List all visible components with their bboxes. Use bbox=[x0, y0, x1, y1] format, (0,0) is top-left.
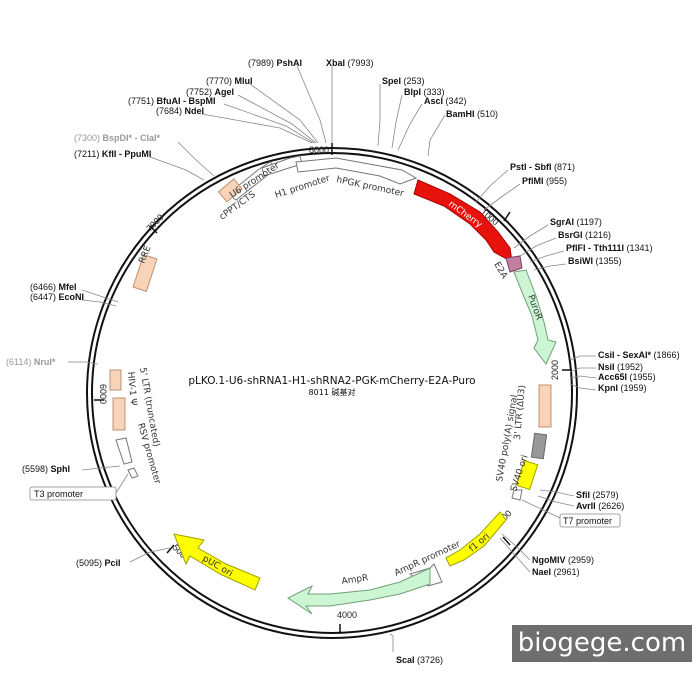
site-ndei: (7684) NdeI bbox=[156, 106, 204, 116]
ampr-arrow bbox=[287, 567, 431, 615]
plasmid-length: 8011 碱基对 bbox=[309, 387, 356, 397]
ltr3-box bbox=[538, 384, 552, 428]
sv40-small-arrow bbox=[511, 489, 523, 501]
puc-ori-arrow bbox=[173, 533, 261, 591]
watermark: biogege.com bbox=[512, 625, 692, 662]
site-kfli: (7211) KflI - PpuMI bbox=[74, 149, 151, 159]
sv40-polya-box bbox=[530, 432, 548, 460]
plasmid-title: pLKO.1-U6-shRNA1-H1-shRNA2-PGK-mCherry-E… bbox=[188, 375, 475, 387]
site-acc65i: Acc65I (1955) bbox=[598, 372, 656, 382]
puror-arrow bbox=[513, 269, 557, 365]
label-puror: PuroR bbox=[525, 294, 543, 322]
t7-label: T7 promoter bbox=[563, 516, 612, 526]
site-sfii: SfiI (2579) bbox=[576, 490, 619, 500]
label-e2a: E2A bbox=[491, 261, 509, 282]
rre-box bbox=[132, 254, 158, 292]
site-nrui: (6114) NruI* bbox=[6, 357, 56, 367]
t3-box bbox=[29, 486, 117, 501]
e2a-box bbox=[505, 255, 523, 273]
site-ngomiv: NgoMIV (2959) bbox=[532, 555, 594, 565]
site-scai: ScaI (3726) bbox=[396, 655, 443, 665]
site-pcii: (5095) PciI bbox=[76, 558, 121, 568]
tick-4000: 4000 bbox=[337, 610, 357, 620]
label-hiv: HIV-1 Ψ bbox=[125, 371, 138, 406]
label-puc-ori: pUC ori bbox=[201, 554, 235, 579]
f1-ori-arrow bbox=[445, 511, 507, 567]
site-agei: (7752) AgeI bbox=[186, 87, 234, 97]
site-bfuai: (7751) BfuAI - BspMI bbox=[128, 96, 216, 106]
site-blpi: BlpI (333) bbox=[404, 87, 445, 97]
site-kpni: KpnI (1959) bbox=[598, 383, 647, 393]
tick-8000: 8000 bbox=[309, 145, 329, 155]
site-bsrgi: BsrGI (1216) bbox=[558, 230, 611, 240]
site-pflmi: PflMI (955) bbox=[522, 176, 567, 186]
t3-leader bbox=[115, 473, 129, 494]
mcherry-arrow bbox=[413, 179, 513, 263]
t7-box bbox=[559, 513, 621, 528]
cppt-box bbox=[217, 178, 243, 203]
site-clai: (7300) BspDI* - ClaI* bbox=[74, 133, 161, 143]
site-spei: SpeI (253) bbox=[382, 76, 425, 86]
site-naei: NaeI (2961) bbox=[532, 567, 580, 577]
site-bsiwi: BsiWI (1355) bbox=[568, 256, 622, 266]
site-sgrai: SgrAI (1197) bbox=[550, 217, 602, 227]
ltr5-box bbox=[112, 397, 126, 431]
site-pflfi: PflFI - Tth111I (1341) bbox=[566, 243, 653, 253]
site-pshai: (7989) PshAI bbox=[248, 58, 302, 68]
t7-leader bbox=[521, 499, 561, 519]
sv40-ori-box bbox=[515, 459, 539, 491]
label-ampr: AmpR bbox=[341, 573, 369, 587]
label-h1-promoter: H1 promoter bbox=[274, 174, 332, 201]
site-sphi: (5598) SphI bbox=[22, 464, 70, 474]
label-ltr3: 3' LTR (ΔU3) bbox=[513, 385, 528, 441]
hiv-psi-box bbox=[109, 369, 122, 391]
site-psti: PstI - SbfI (871) bbox=[510, 162, 575, 172]
site-mfei: (6466) MfeI bbox=[30, 282, 77, 292]
hpgk-promoter-arrow bbox=[295, 157, 418, 185]
site-leaders bbox=[68, 65, 597, 652]
t3-label: T3 promoter bbox=[34, 489, 83, 499]
site-xbai: XbaI (7993) bbox=[326, 58, 374, 68]
site-econi: (6447) EcoNI bbox=[30, 292, 84, 302]
t3-small-arrow bbox=[127, 467, 139, 479]
site-bamhi: BamHI (510) bbox=[446, 109, 498, 119]
site-mlui: (7770) MluI bbox=[206, 76, 253, 86]
tick-marks bbox=[94, 143, 572, 634]
site-nsii: NsiI (1952) bbox=[598, 362, 643, 372]
tick-6000: 6000 bbox=[98, 384, 108, 404]
site-csii: CsiI - SexAI* (1866) bbox=[598, 350, 680, 360]
site-asci: AscI (342) bbox=[424, 96, 467, 106]
rsv-promoter-arrow bbox=[115, 437, 133, 465]
site-avrii: AvrII (2626) bbox=[576, 501, 624, 511]
tick-2000: 2000 bbox=[550, 360, 560, 380]
